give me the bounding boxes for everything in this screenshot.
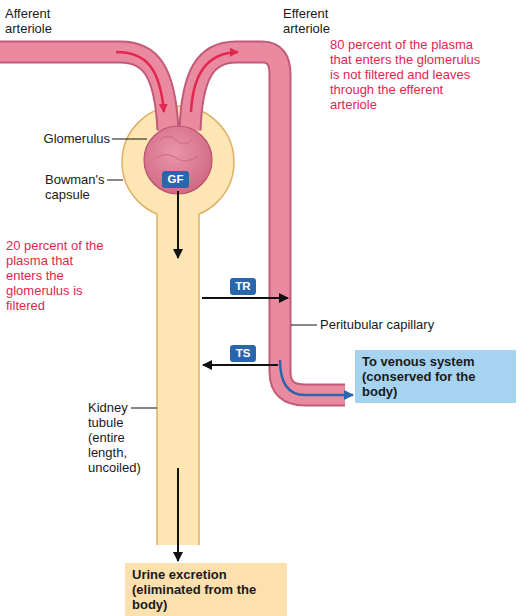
leader-line <box>107 180 123 181</box>
box-text: Urine excretion <box>132 567 280 582</box>
vessel-label: Afferent arteriole <box>5 6 75 36</box>
tubule-wall <box>198 214 200 545</box>
afferent-arteriole <box>0 52 168 130</box>
flow-arrow <box>116 52 164 112</box>
box-text: To venous system <box>362 354 509 369</box>
efferent-arteriole <box>190 52 345 395</box>
capillary-loop <box>156 155 198 162</box>
part-label: Peritubular capillary <box>320 317 480 332</box>
process-badge: TR <box>230 278 256 295</box>
annotation-note: 20 percent of the plasma that enters the… <box>6 238 106 313</box>
excretion-arrow <box>177 468 179 561</box>
venous-return-arrow <box>280 360 353 395</box>
filtration-arrow <box>177 191 179 258</box>
process-badge: TS <box>230 345 256 362</box>
annotation-note: 80 percent of the plasma that enters the… <box>330 37 482 112</box>
glomerulus <box>144 126 212 194</box>
destination-box: Urine excretion(eliminated from the body… <box>125 563 287 616</box>
box-text: (eliminated from the body) <box>132 582 280 612</box>
part-label: Kidney tubule (entire length, uncoiled) <box>88 400 150 475</box>
part-label: Glomerulus <box>40 131 110 146</box>
leader-line <box>112 139 147 140</box>
vessel-label: Efferent arteriole <box>283 6 353 36</box>
flow-arrow <box>191 52 238 112</box>
leader-line <box>131 408 157 409</box>
process-code: GF <box>162 171 189 188</box>
destination-box: To venous system(conserved for the body) <box>355 350 516 403</box>
tubule-wall <box>156 214 158 545</box>
box-text: (conserved for the body) <box>362 369 509 399</box>
process-code: TS <box>230 345 256 362</box>
capillary-loop <box>160 136 192 144</box>
secretion-arrow <box>203 364 278 366</box>
reabsorption-arrow <box>202 297 288 299</box>
process-badge: GF <box>162 171 189 188</box>
peritubular-capillary <box>190 52 345 395</box>
afferent-arteriole <box>0 52 168 130</box>
process-code: TR <box>230 278 256 295</box>
leader-line <box>291 325 317 326</box>
part-label: Bowman's capsule <box>45 172 110 202</box>
